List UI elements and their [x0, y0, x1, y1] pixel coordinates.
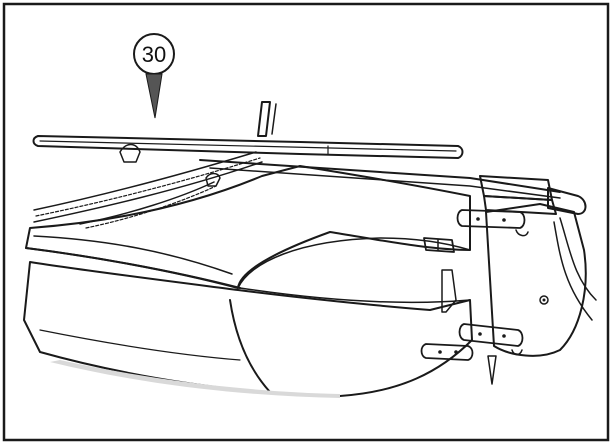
callout-number: 30: [142, 42, 166, 67]
callout-marker: 30: [133, 33, 175, 119]
upper-hinge: [456, 209, 529, 237]
stern-bracket: [479, 175, 597, 385]
middle-bracket: [423, 237, 457, 313]
upright-strap: [257, 101, 277, 137]
zipper-clip: [205, 172, 221, 187]
zipper-clip: [119, 143, 141, 163]
zipper-seam: [33, 143, 263, 229]
lower-hinge: [420, 323, 524, 361]
boat-cover: [25, 165, 471, 289]
callout-arrow: [145, 73, 163, 119]
cover-bar: [32, 135, 561, 199]
